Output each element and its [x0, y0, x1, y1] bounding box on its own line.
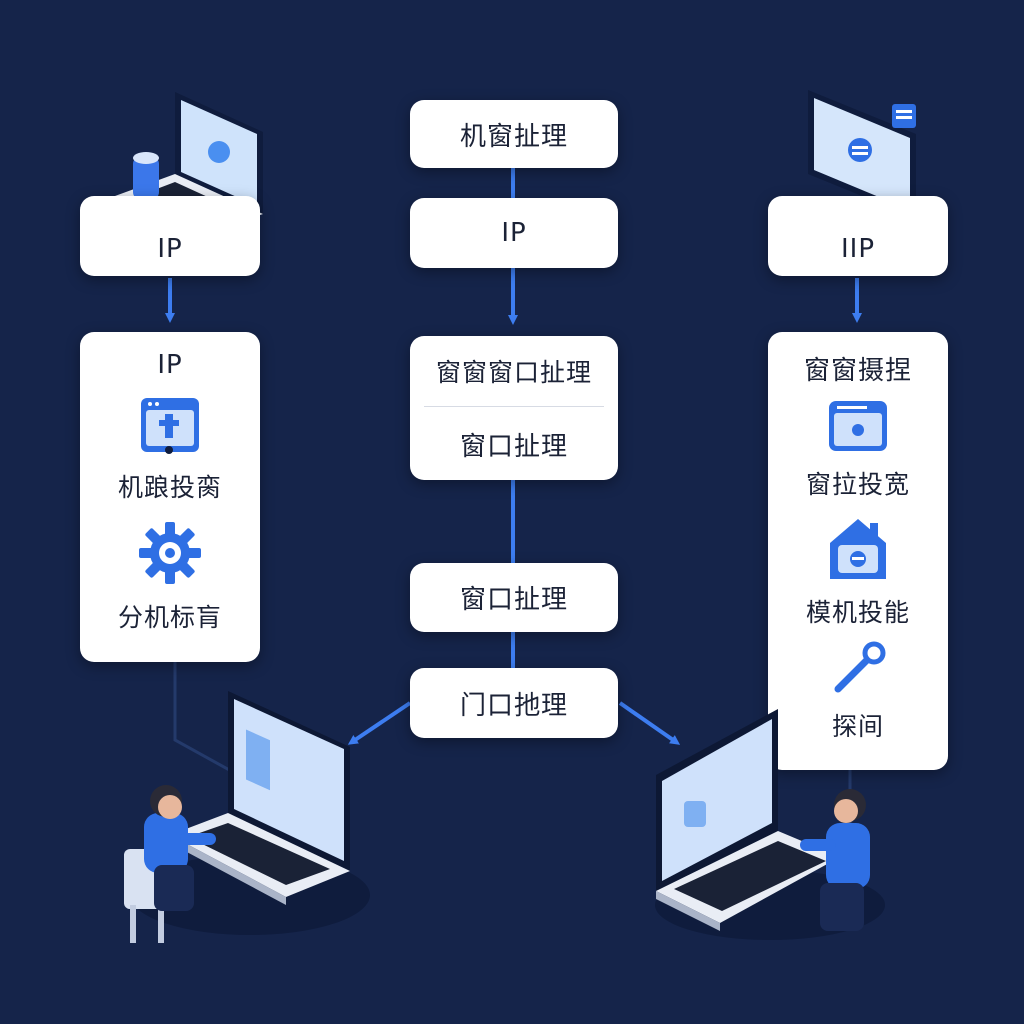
center-card-4-label: 窗口扯理 — [459, 585, 568, 615]
browser-window-icon — [141, 398, 199, 454]
left-top-card-label: IP — [157, 234, 183, 264]
browser-window-icon — [829, 401, 887, 451]
right-panel-item1-label: 窗拉投宽 — [805, 470, 910, 499]
center-card-1: 机窗扯理 — [410, 100, 618, 168]
user-laptop-left-illustration — [124, 691, 370, 943]
right-panel-title: 窗窗摄捏 — [803, 356, 912, 386]
center-card-3-bottom: 窗口扯理 — [410, 408, 618, 480]
diag-arrow-right — [618, 701, 681, 745]
pin-icon — [834, 641, 886, 693]
right-panel-item3-label: 探间 — [831, 712, 884, 741]
center-card-2-label: IP — [501, 218, 527, 248]
center-card-4: 窗口扯理 — [410, 563, 618, 632]
left-top-card: IP — [80, 196, 260, 276]
center-card-3-divider — [424, 406, 604, 407]
left-panel-title: IP — [157, 350, 183, 380]
center-card-3-bottom-label: 窗口扯理 — [459, 431, 568, 462]
center-card-3: 窗窗窗口扯理 窗口扯理 — [410, 336, 618, 480]
monitor-icon — [808, 90, 916, 218]
user-laptop-right-illustration — [655, 709, 885, 940]
left-panel-item2-label: 分机标肓 — [117, 603, 222, 632]
right-top-card: IIP — [768, 196, 948, 276]
right-panel-item2-label: 模机投能 — [805, 598, 910, 627]
home-icon — [830, 519, 886, 579]
right-panel: 窗窗摄捏 窗拉投宽 模机投能 探间 — [768, 332, 948, 770]
center-card-2: IP — [410, 198, 618, 268]
left-panel-item1-label: 机踉投脔 — [117, 473, 222, 502]
left-panel: IP 机踉投脔 — [80, 332, 260, 662]
center-card-5: 门口扡理 — [410, 668, 618, 738]
center-card-3-top: 窗窗窗口扯理 — [410, 336, 618, 406]
gear-icon — [139, 522, 201, 584]
right-top-card-label: IIP — [840, 234, 875, 264]
diag-arrow-left — [347, 701, 412, 745]
center-card-1-label: 机窗扯理 — [459, 121, 568, 152]
center-card-3-top-label: 窗窗窗口扯理 — [435, 358, 592, 387]
center-card-5-label: 门口扡理 — [459, 690, 568, 721]
